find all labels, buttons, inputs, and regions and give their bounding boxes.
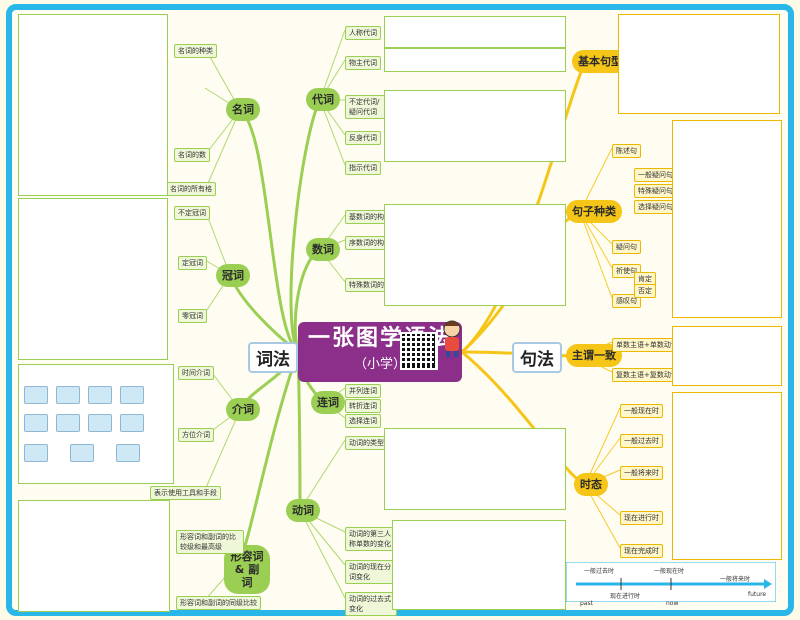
sub-shitai-2: 一般将来时 <box>620 466 663 480</box>
node-lianci: 连词 <box>311 391 345 414</box>
sub-shitai-1: 一般过去时 <box>620 434 663 448</box>
timeline-label-a: 一般过去时 <box>584 568 615 575</box>
sub-daici-1: 物主代词 <box>345 56 381 70</box>
node-jiben: 基本句型 <box>572 50 628 73</box>
sub-juzi-3: 感叹句 <box>612 294 641 308</box>
sub-mingci-0: 名词的种类 <box>174 44 217 58</box>
sub-lianci-0: 并列连词 <box>345 384 381 398</box>
sub-adj-1: 形容词和副词的同级比较 <box>176 596 261 610</box>
tense-timeline <box>566 562 776 602</box>
sub-adj-0: 形容词和副词的比较级和最高级 <box>176 530 244 554</box>
zhuwei-table <box>672 326 782 386</box>
sub-daici-4: 指示代词 <box>345 161 381 175</box>
preposition-box-icon <box>56 414 80 432</box>
sub-daici-2: 不定代词/疑问代词 <box>345 95 389 119</box>
sub-dongci-3: 动词的过去式变化 <box>345 592 397 616</box>
shitai-detail-panel <box>672 392 782 560</box>
sub-dongci-1: 动词的第三人称单数的变化 <box>345 527 397 551</box>
preposition-box-icon <box>120 414 144 432</box>
daici-table <box>384 16 566 48</box>
wuzhu-table <box>384 48 566 72</box>
timeline-label-b: 一般现在时 <box>654 568 685 575</box>
adj-detail-panel <box>18 500 170 612</box>
sub-shuci-0: 基数词的构成 <box>345 210 395 224</box>
preposition-scene-icon <box>24 444 48 462</box>
mingci-detail-panel <box>18 14 168 196</box>
sub-zhuwei-1: 复数主语+复数动词 <box>612 368 682 382</box>
shuci-notes <box>384 204 566 306</box>
timeline-past: past <box>580 600 593 607</box>
juzi-leaf-0: 一般疑问句 <box>634 168 677 182</box>
sub-daici-0: 人称代词 <box>345 26 381 40</box>
sub-shitai-4: 现在完成时 <box>620 544 663 558</box>
juzi-leaf-1: 特殊疑问句 <box>634 184 677 198</box>
node-mingci: 名词 <box>226 98 260 121</box>
node-shuci: 数词 <box>306 238 340 261</box>
sub-jieci-1: 方位介词 <box>178 428 214 442</box>
preposition-scene-icon <box>70 444 94 462</box>
preposition-box-icon <box>24 386 48 404</box>
jiben-detail-panel <box>618 14 780 114</box>
juzi-detail-panel <box>672 120 782 318</box>
node-dongci: 动词 <box>286 499 320 522</box>
sub-jieci-2: 表示使用工具和手段 <box>150 486 221 500</box>
sub-lianci-2: 选择连词 <box>345 414 381 428</box>
boy-cartoon-icon <box>443 320 461 357</box>
timeline-label-d: 现在进行时 <box>610 593 641 600</box>
node-jieci: 介词 <box>226 398 260 421</box>
node-daici: 代词 <box>306 88 340 111</box>
juzi-leaf-4: 否定 <box>634 284 656 298</box>
sub-daici-3: 反身代词 <box>345 131 381 145</box>
section-jufa: 句法 <box>512 342 562 373</box>
timeline-label-c: 一般将来时 <box>720 576 751 583</box>
dongci-table <box>392 520 566 610</box>
sub-shuci-1: 序数词的构成 <box>345 236 395 250</box>
sub-lianci-1: 转折连词 <box>345 399 381 413</box>
preposition-box-icon <box>24 414 48 432</box>
main-subtitle: （小学） <box>353 357 406 372</box>
sub-guanci-2: 零冠词 <box>178 309 207 323</box>
preposition-box-icon <box>88 386 112 404</box>
sub-jieci-0: 时间介词 <box>178 366 214 380</box>
timeline-future: future <box>748 591 767 598</box>
daici-notes <box>384 90 566 162</box>
node-juzi: 句子种类 <box>566 200 622 223</box>
node-guanci: 冠词 <box>216 264 250 287</box>
sub-mingci-1: 名词的数 <box>174 148 210 162</box>
node-shitai: 时态 <box>574 473 608 496</box>
sub-juzi-0: 陈述句 <box>612 144 641 158</box>
preposition-box-icon <box>56 386 80 404</box>
sub-dongci-2: 动词的现在分词变化 <box>345 560 397 584</box>
dongci-notes <box>384 428 566 510</box>
juzi-leaf-3: 肯定 <box>634 272 656 286</box>
sub-shitai-3: 现在进行时 <box>620 511 663 525</box>
preposition-box-icon <box>120 386 144 404</box>
sub-zhuwei-0: 单数主语+单数动词 <box>612 338 682 352</box>
preposition-scene-icon <box>116 444 140 462</box>
guanci-detail-panel <box>18 198 168 360</box>
qr-code-overlay <box>400 332 434 366</box>
node-zhuwei: 主谓一致 <box>566 344 622 367</box>
timeline-now: now <box>666 600 679 607</box>
sub-guanci-1: 定冠词 <box>178 256 207 270</box>
sub-shitai-0: 一般现在时 <box>620 404 663 418</box>
sub-juzi-1: 疑问句 <box>612 240 641 254</box>
preposition-box-icon <box>88 414 112 432</box>
sub-dongci-0: 动词的类型 <box>345 436 388 450</box>
sub-mingci-2: 名词的所有格 <box>166 182 216 196</box>
sub-juzi-2: 祈使句 <box>612 264 641 278</box>
section-cifa: 词法 <box>248 342 298 373</box>
sub-guanci-0: 不定冠词 <box>174 206 210 220</box>
juzi-leaf-2: 选择疑问句 <box>634 200 677 214</box>
